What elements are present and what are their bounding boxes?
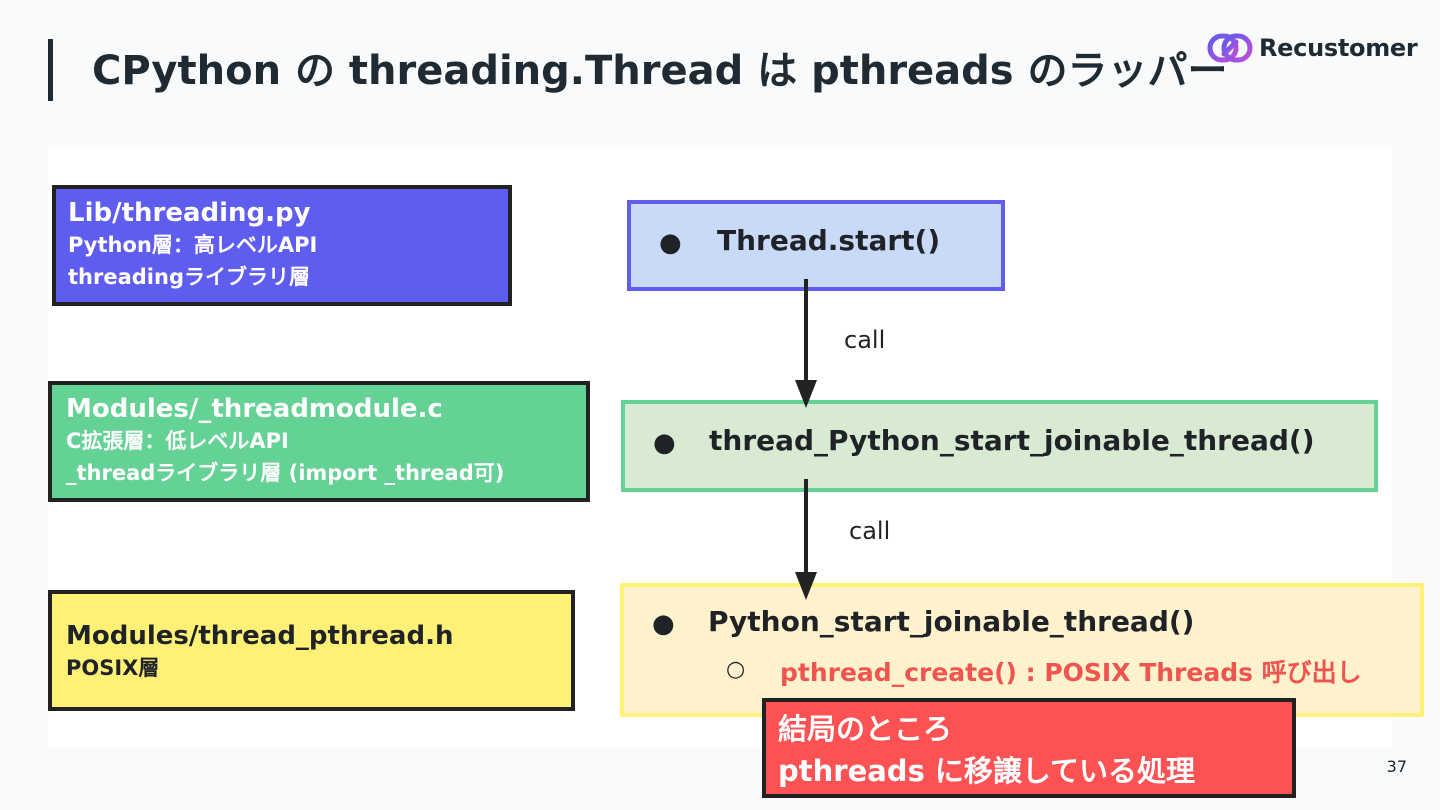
page-title: CPython の threading.Thread は pthreads のラ… (92, 48, 1228, 94)
bullet: ● (659, 228, 682, 258)
callout-line1: 結局のところ (778, 712, 953, 746)
thread-python-start-box: ● thread_Python_start_joinable_thread() (621, 400, 1378, 492)
bullet: ● (653, 428, 676, 458)
python-layer-box: Lib/threading.py Python層：高レベルAPI threadi… (52, 185, 512, 306)
summary-callout: 結局のところ pthreads に移譲している処理 (762, 698, 1296, 798)
logo-icon (1207, 33, 1253, 63)
c-layer-line1: C拡張層：低レベルAPI (66, 429, 289, 453)
call-label-1: call (844, 326, 886, 354)
title-accent-bar (48, 39, 53, 101)
thread-python-start-text: thread_Python_start_joinable_thread() (709, 424, 1315, 457)
pthread-create-text: pthread_create() : POSIX Threads 呼び出し (780, 658, 1362, 687)
c-layer-box: Modules/_threadmodule.c C拡張層：低レベルAPI _th… (48, 381, 590, 502)
sub-bullet: ○ (726, 657, 746, 682)
logo-text: Recustomer (1259, 34, 1418, 62)
python-layer-line1: Python層：高レベルAPI (68, 233, 318, 257)
python-start-joinable-text: Python_start_joinable_thread() (708, 605, 1195, 638)
python-layer-line2: threadingライブラリ層 (68, 265, 310, 289)
recustomer-logo: Recustomer (1207, 30, 1418, 66)
page-number: 37 (1386, 757, 1407, 776)
thread-start-box: ● Thread.start() (627, 200, 1005, 291)
python-layer-title: Lib/threading.py (68, 198, 311, 228)
bullet: ● (652, 609, 675, 639)
posix-layer-box: Modules/thread_pthread.h POSIX層 (48, 590, 575, 711)
callout-line2: pthreads に移譲している処理 (778, 754, 1196, 788)
python-start-joinable-box: ● Python_start_joinable_thread() ○ pthre… (620, 583, 1424, 717)
call-label-2: call (849, 517, 891, 545)
c-layer-line2: _threadライブラリ層 (import _thread可) (66, 461, 505, 485)
thread-start-text: Thread.start() (717, 224, 941, 257)
c-layer-title: Modules/_threadmodule.c (66, 394, 443, 424)
posix-layer-line1: POSIX層 (66, 656, 160, 680)
posix-layer-title: Modules/thread_pthread.h (66, 621, 454, 651)
